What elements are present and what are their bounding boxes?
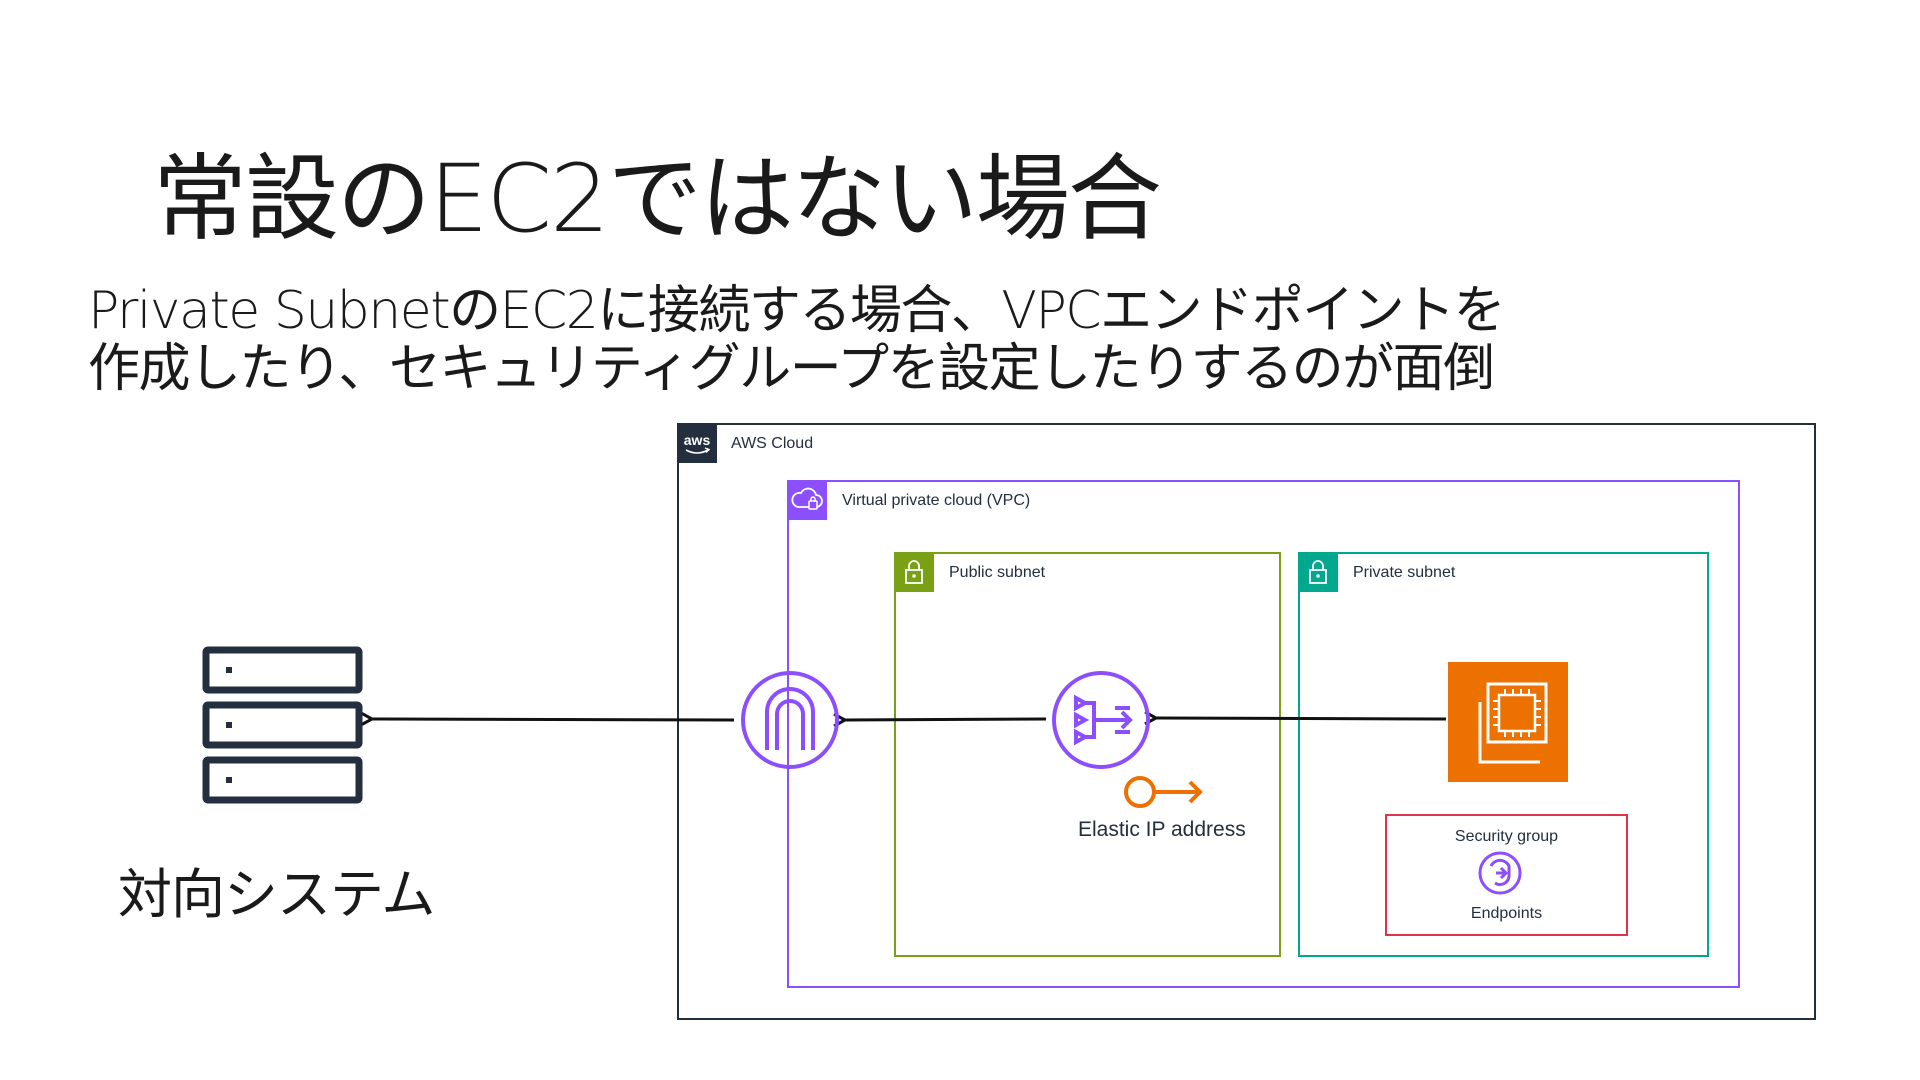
security-group-label: Security group: [1454, 828, 1559, 845]
ec2-instance-icon: [1448, 662, 1568, 782]
private-subnet-label: Private subnet: [1353, 564, 1456, 581]
vpc-group: Virtual private cloud (VPC): [787, 480, 1740, 988]
endpoints-label: Endpoints: [1470, 905, 1543, 922]
arrow-ec2-to-nat: [1156, 718, 1447, 719]
aws-logo-icon: aws: [677, 423, 717, 463]
aws-badge-text: aws: [684, 432, 711, 448]
subtitle-line-2: 作成したり、セキュリティグループを設定したりするのが面倒: [88, 339, 1495, 399]
arrow-igw-to-external: [372, 719, 735, 720]
aws-cloud-label: AWS Cloud: [731, 435, 814, 452]
private-subnet-group: Private subnet: [1298, 552, 1709, 957]
elastic-ip-icon: [1124, 776, 1203, 808]
public-subnet-group: Public subnet: [894, 552, 1281, 957]
vpc-endpoint-icon: [1478, 851, 1522, 895]
slide-title: 常設のEC2ではない場合: [153, 145, 1162, 254]
security-group-box: Security group: [1385, 814, 1628, 936]
vpc-cloud-icon: [787, 480, 827, 520]
private-subnet-lock-icon: [1298, 552, 1338, 592]
arrow-nat-to-igw: [845, 719, 1047, 720]
vpc-label: Virtual private cloud (VPC): [842, 492, 1031, 509]
elastic-ip-label: Elastic IP address: [1078, 818, 1246, 841]
aws-cloud-group: aws AWS Cloud: [677, 423, 1816, 1020]
external-system-label: 対向システム: [118, 863, 435, 926]
internet-gateway-icon: [741, 671, 839, 769]
public-subnet-lock-icon: [894, 552, 934, 592]
server-stack-icon: [202, 646, 363, 804]
nat-gateway-icon: [1052, 671, 1150, 769]
public-subnet-label: Public subnet: [949, 564, 1046, 581]
slide-subtitle: Private SubnetのEC2に接続する場合、VPCエンドポイントを 作成…: [88, 281, 1506, 399]
subtitle-line-1: Private SubnetのEC2に接続する場合、VPCエンドポイントを: [88, 281, 1506, 341]
